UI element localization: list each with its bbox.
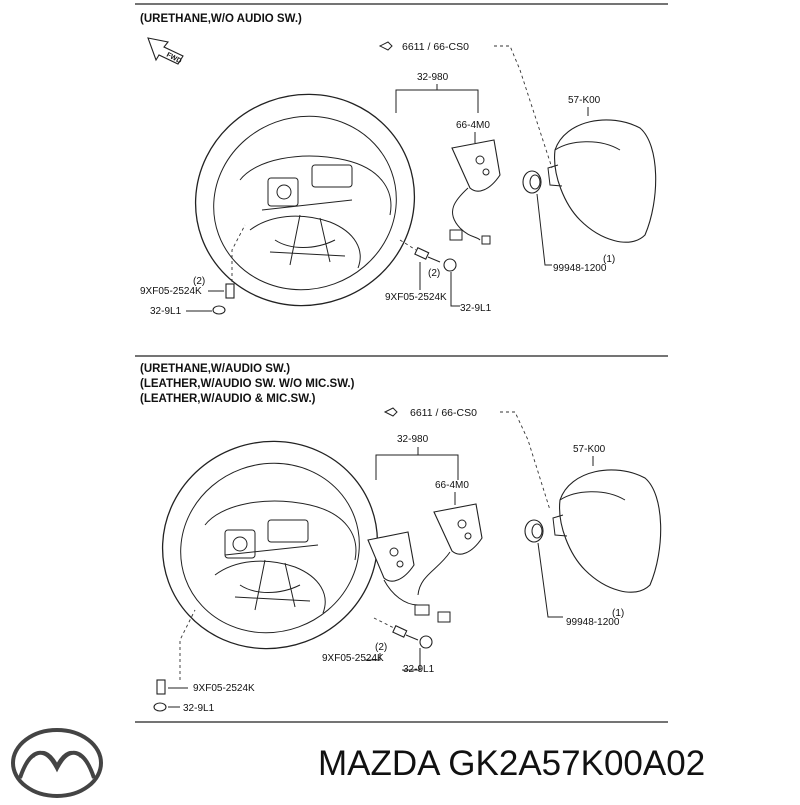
wheel-callout-bracket (395, 89, 479, 113)
fwd-arrow-icon: FWD (147, 37, 184, 66)
switch-part-label-2: 66-4M0 (435, 480, 469, 491)
ref-part-label: 6611 / 66-CS0 (402, 41, 469, 53)
nut-part-label: 99948-1200 (553, 263, 607, 274)
ref-callout-2: 6611 / 66-CS0 (383, 407, 551, 511)
cap-right-label: 32-9L1 (460, 303, 492, 314)
mazda-logo-icon (11, 728, 103, 798)
wheel-part-label-2: 32-980 (397, 434, 429, 445)
bolt-right-1 (399, 239, 441, 263)
switch-part-label: 66-4M0 (456, 120, 490, 131)
wheel-part-label: 32-980 (417, 72, 449, 83)
ref-callout: 6611 / 66-CS0 (378, 41, 553, 169)
section-1: (URETHANE,W/O AUDIO SW.) FWD 32-980 6611… (135, 3, 668, 317)
bolt-left-part-label-2: 9XF05-2524K (193, 683, 255, 694)
nut-qty-label: (1) (603, 254, 615, 265)
cap-left-label-2: 32-9L1 (183, 703, 215, 714)
bolt-left-qty-label: (2) (193, 276, 205, 287)
nut-qty-label-2: (1) (612, 608, 624, 619)
brand-part-number: MAZDA GK2A57K00A02 (318, 744, 705, 783)
airbag-module-2 (552, 469, 662, 593)
cap-left-1 (212, 305, 226, 315)
wheel-callout-bracket-2 (375, 454, 459, 480)
bolt-right-part-label-2: 9XF05-2524K (322, 653, 384, 664)
audio-switch-1 (449, 139, 501, 245)
fwd-label: FWD (165, 52, 182, 66)
pointer-hand-icon (378, 41, 393, 51)
steering-wheel-2 (161, 440, 379, 650)
airbag-part-label: 57-K00 (568, 95, 601, 106)
bolt-right-part-label: 9XF05-2524K (385, 292, 447, 303)
airbag-module-1 (547, 119, 657, 243)
cap-left-label: 32-9L1 (150, 306, 182, 317)
bolt-right-qty-label-2: (2) (375, 642, 387, 653)
bolt-left-1 (225, 283, 235, 299)
section-1-header-1: (URETHANE,W/O AUDIO SW.) (140, 13, 302, 25)
section-2: (URETHANE,W/AUDIO SW.) (LEATHER,W/AUDIO … (135, 355, 668, 723)
nut-part-label-2: 99948-1200 (566, 617, 620, 628)
pointer-hand-icon-2 (383, 407, 398, 417)
section-2-header-3: (LEATHER,W/AUDIO & MIC.SW.) (140, 393, 316, 405)
left-bolt-dash-1 (231, 224, 246, 282)
steering-wheel-1 (194, 93, 416, 307)
left-bolt-dash-2 (179, 609, 196, 680)
audio-switch-2b (367, 531, 451, 623)
cap-right-1 (443, 258, 457, 272)
ref-part-label-2: 6611 / 66-CS0 (410, 407, 477, 419)
bolt-left-2 (156, 679, 166, 695)
bolt-right-qty-label: (2) (428, 268, 440, 279)
section-2-header-2: (LEATHER,W/AUDIO SW. W/O MIC.SW.) (140, 378, 355, 390)
audio-switch-2a (433, 503, 483, 555)
nut-1 (522, 170, 542, 194)
bolt-right-2 (373, 617, 419, 641)
cap-right-label-2: 32-9L1 (403, 664, 435, 675)
section-2-header-1: (URETHANE,W/AUDIO SW.) (140, 363, 290, 375)
cap-right-2 (419, 635, 433, 649)
bolt-left-part-label: 9XF05-2524K (140, 286, 202, 297)
airbag-part-label-2: 57-K00 (573, 444, 606, 455)
cap-left-2 (153, 702, 167, 712)
nut-2 (524, 519, 544, 543)
